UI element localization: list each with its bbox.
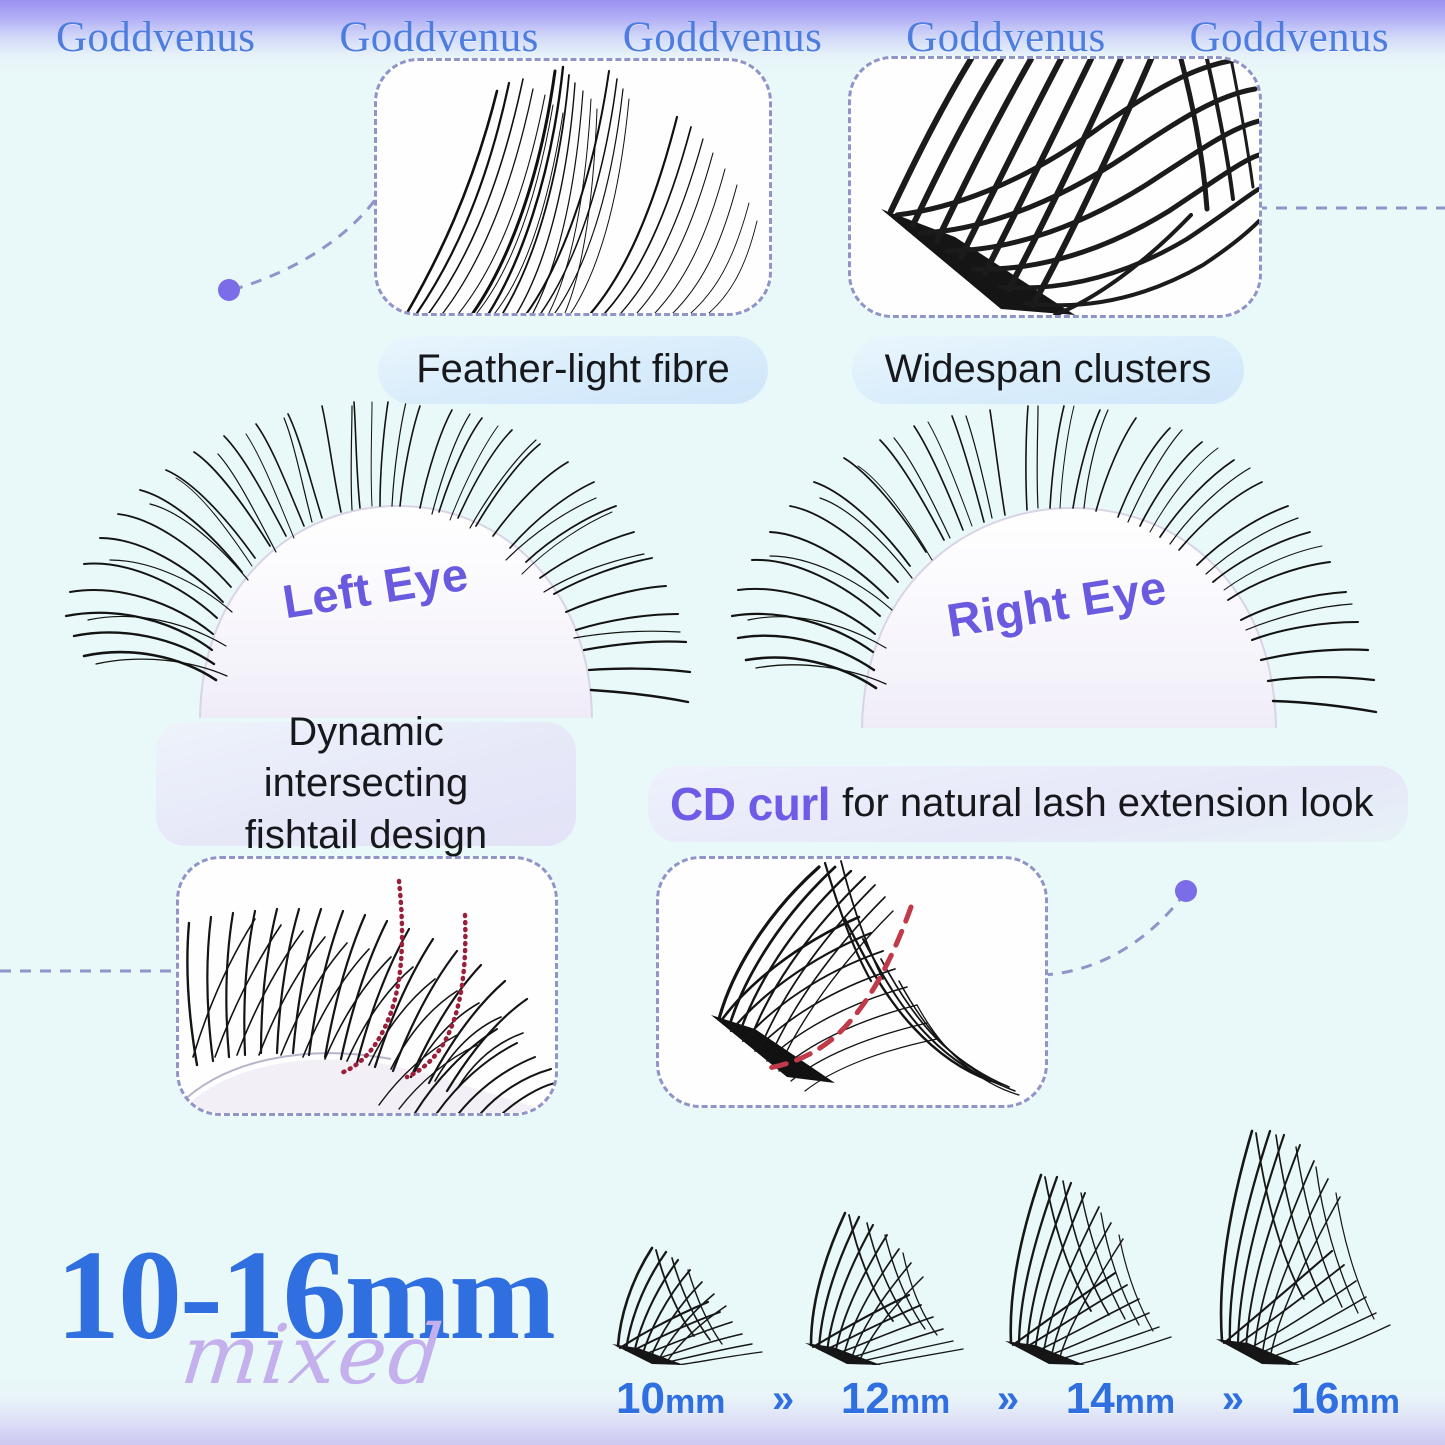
label-text-line1: Dynamic intersecting [263, 710, 469, 806]
size-value: 14 [1065, 1374, 1115, 1423]
lash-cluster-10mm [608, 1240, 780, 1365]
label-fishtail-design: Dynamic intersecting fishtail design [156, 710, 576, 857]
lash-cluster-samples [608, 1120, 1408, 1365]
leader-line-fibre [231, 195, 380, 292]
lash-strip-left-eye [30, 388, 710, 718]
label-cd-curl: CD curl for natural lash extension look [648, 766, 1408, 842]
size-mixed-text: mixed [177, 1308, 449, 1403]
cd-curl-accent-text: CD curl [670, 777, 831, 830]
size-unit: mm [1339, 1383, 1400, 1421]
brand-watermark-strip: Goddvenus Goddvenus Goddvenus Goddvenus … [0, 0, 1445, 74]
lash-fibre-closeup-icon [405, 65, 758, 313]
label-feather-light-fibre: Feather-light fibre [378, 336, 768, 404]
size-label-12mm: 12mm [841, 1374, 950, 1424]
lash-cluster-12mm [801, 1207, 981, 1365]
right-eye-lash-illustration [730, 405, 1378, 728]
size-label-16mm: 16mm [1291, 1374, 1400, 1424]
label-widespan-clusters: Widespan clusters [852, 336, 1244, 404]
lash-cluster-16mm [1212, 1127, 1408, 1365]
callout-card-fishtail-design [176, 856, 558, 1116]
lash-cluster-icon [1215, 1129, 1391, 1365]
left-eye-lash-illustration [64, 401, 692, 718]
size-labels-row: 10mm » 12mm » 14mm » 16mm [608, 1368, 1408, 1430]
brand-watermark: Goddvenus [906, 13, 1106, 61]
leader-line-curl [1041, 892, 1187, 977]
lash-cluster-icon [1005, 1173, 1172, 1365]
size-range-headline: 10-16mm mixed [56, 1222, 576, 1422]
size-value: 16 [1290, 1374, 1340, 1423]
size-unit: mm [889, 1383, 951, 1421]
label-text: Feather-light fibre [416, 347, 730, 392]
callout-card-feather-light-fibre [374, 58, 772, 316]
leader-dot-curl [1175, 880, 1197, 902]
size-unit: mm [1114, 1383, 1176, 1421]
size-label-14mm: 14mm [1066, 1374, 1175, 1424]
fishtail-closeup-icon [179, 878, 555, 1113]
brand-watermark: Goddvenus [339, 13, 539, 61]
size-range-text: 10-16mm [56, 1224, 556, 1366]
size-value: 12 [840, 1374, 890, 1423]
lash-cluster-icon [612, 1246, 763, 1365]
leader-dot-fibre [218, 279, 240, 301]
callout-card-cd-curl [656, 856, 1048, 1108]
chevron-separator-icon: » [772, 1376, 795, 1421]
lash-cluster-icon [804, 1211, 964, 1365]
widespan-cluster-closeup-icon [881, 59, 1259, 315]
label-text: Widespan clusters [884, 347, 1212, 392]
lash-strip-right-eye [700, 398, 1420, 728]
size-unit: mm [664, 1383, 726, 1421]
lash-cluster-14mm [1001, 1169, 1191, 1365]
chevron-separator-icon: » [996, 1376, 1020, 1421]
size-value: 10 [616, 1374, 665, 1423]
callout-card-widespan-clusters [848, 56, 1262, 318]
brand-watermark: Goddvenus [622, 13, 823, 61]
brand-watermark: Goddvenus [55, 13, 256, 61]
brand-watermark: Goddvenus [1189, 13, 1389, 61]
cd-curl-rest-text: for natural lash extension look [842, 781, 1374, 826]
chevron-separator-icon: » [1221, 1376, 1244, 1421]
cd-curl-closeup-icon [711, 860, 1020, 1096]
label-text-line2: fishtail design [244, 812, 488, 857]
size-label-10mm: 10mm [616, 1374, 725, 1424]
size-comparison-row: 10mm » 12mm » 14mm » 16mm [608, 1120, 1408, 1430]
